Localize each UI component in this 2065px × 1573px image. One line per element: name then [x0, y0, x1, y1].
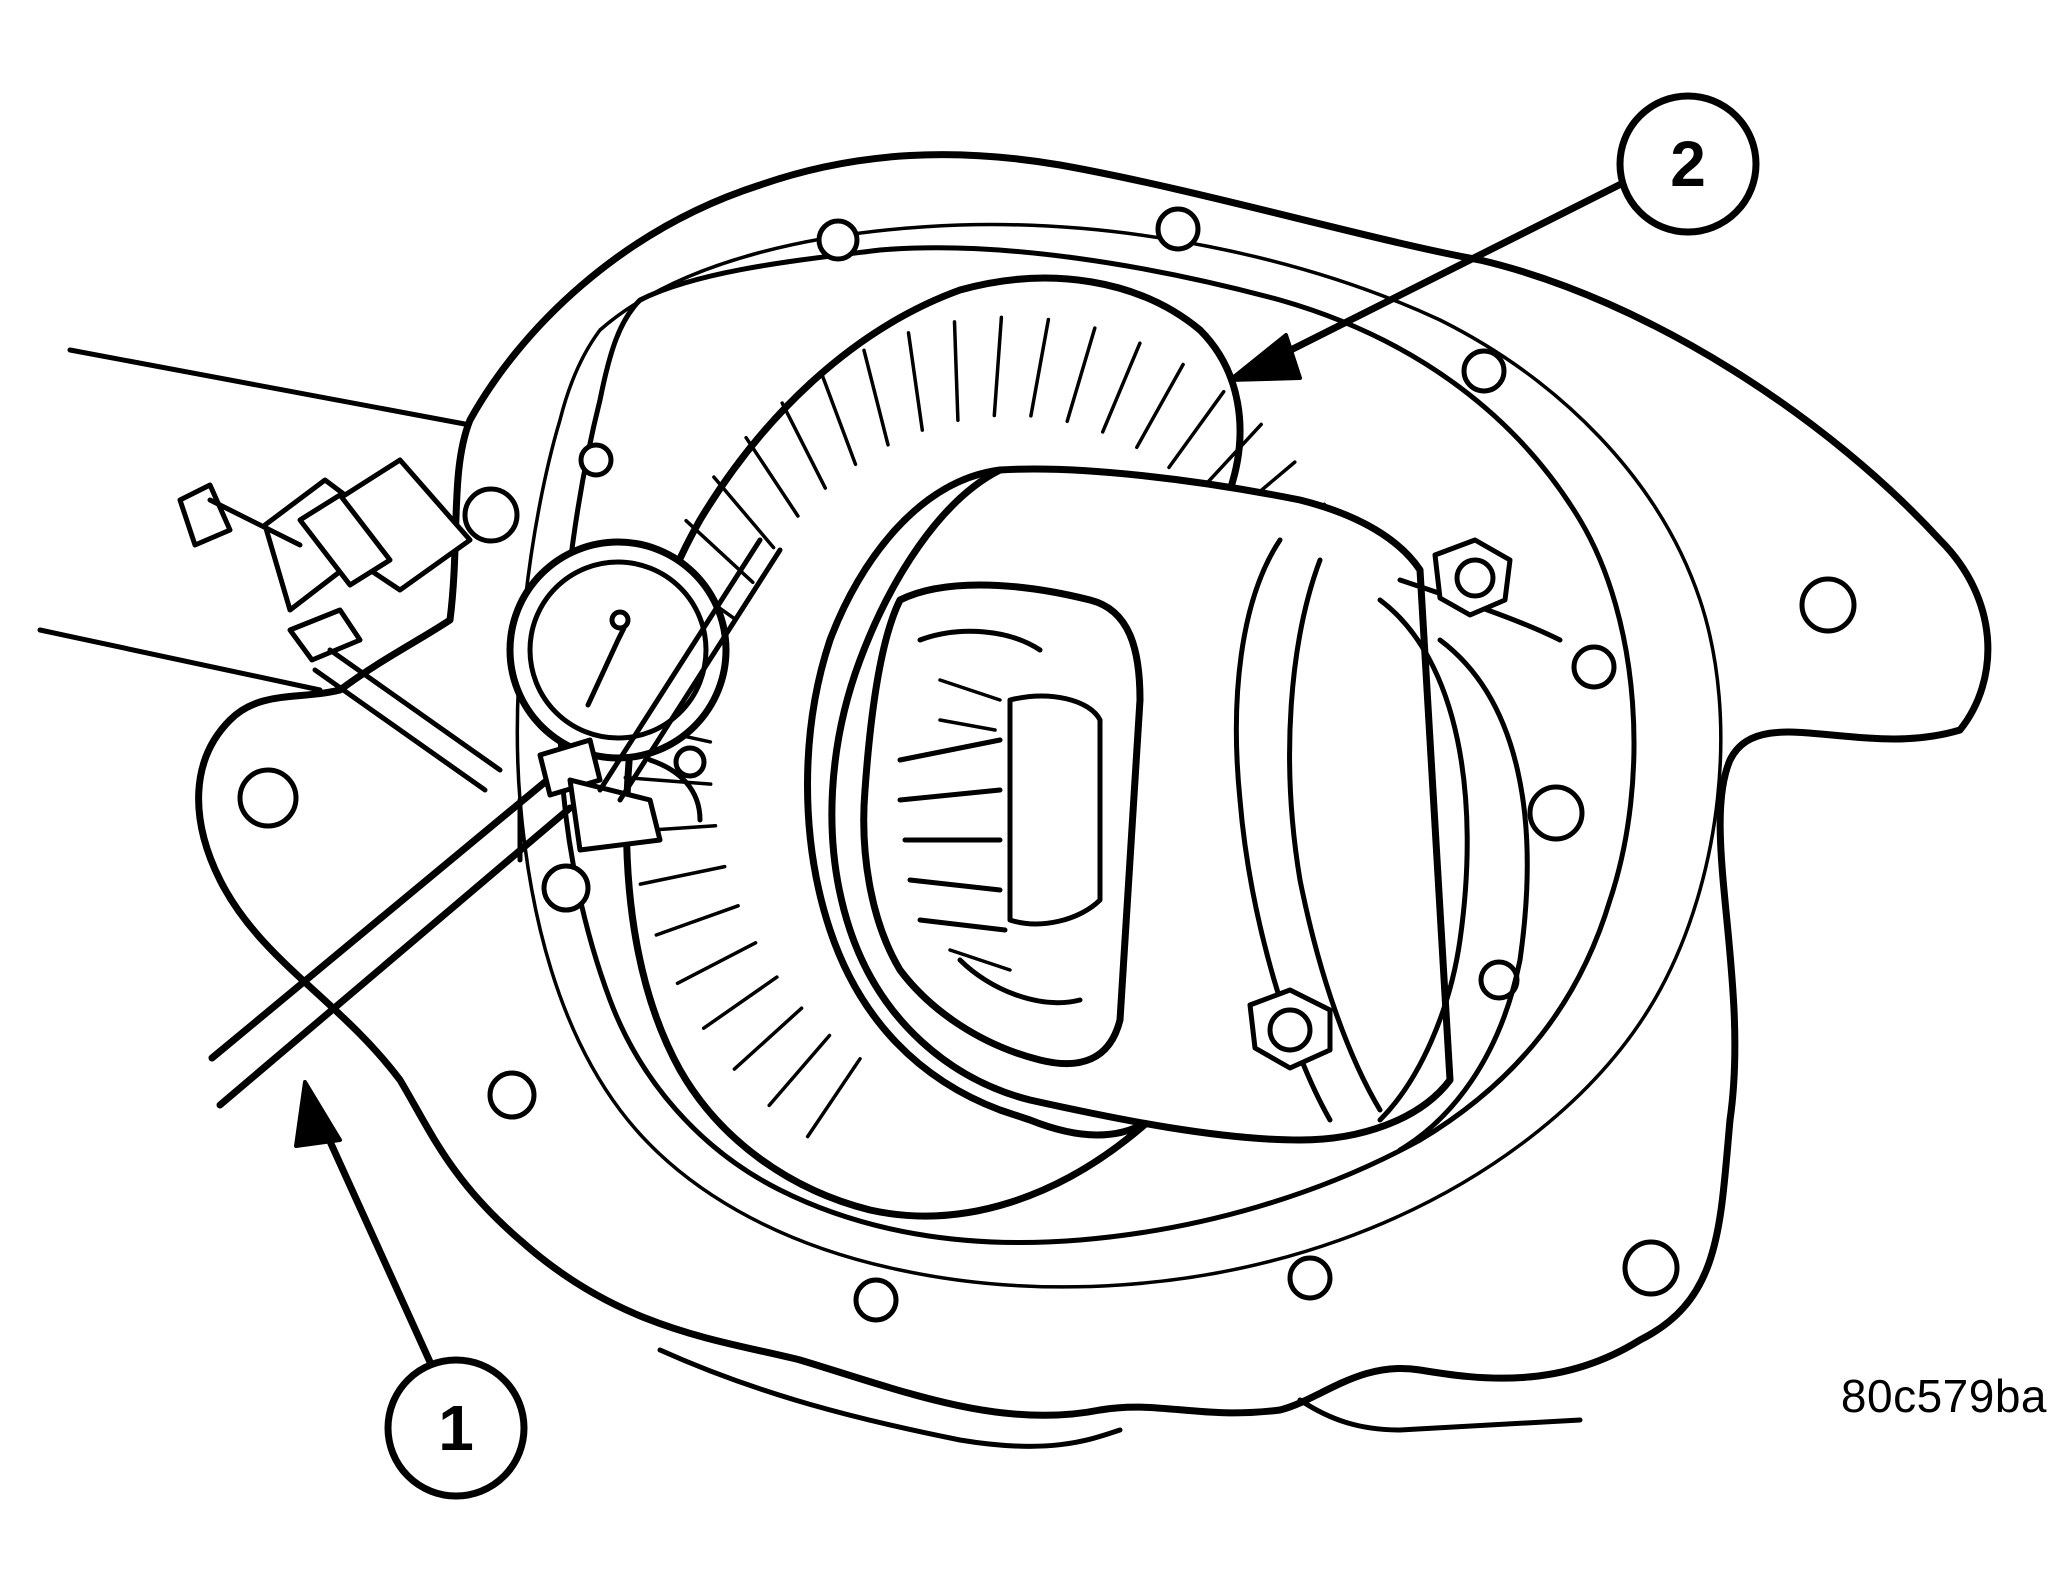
callout-2: 2 [1228, 92, 1760, 382]
gear-tooth [712, 475, 776, 550]
indicator-rod [208, 778, 574, 1109]
gear-tooth [701, 975, 779, 1030]
callout-1-label: 1 [438, 1392, 474, 1464]
gear-tooth [675, 941, 758, 986]
gear-tooth [654, 904, 740, 937]
gear-tooth [906, 331, 925, 432]
gear-tooth [1029, 317, 1051, 418]
callout-2-label: 2 [1670, 128, 1706, 200]
gear-tooth [732, 1006, 804, 1071]
gear-tooth [805, 1057, 862, 1139]
spider-gears [897, 628, 1103, 1006]
gear-tooth [992, 315, 1004, 418]
gear-tooth [862, 348, 890, 447]
gear-tooth [819, 372, 858, 467]
axle-tube-lines [37, 347, 473, 693]
figure-id-label: 80c579ba [1840, 1370, 2047, 1422]
gear-tooth [1135, 362, 1185, 450]
gear-tooth [780, 401, 828, 490]
bearing-cap-bolts [1247, 537, 1513, 1071]
gear-tooth [744, 435, 800, 518]
housing-bolt-holes [237, 206, 1857, 1323]
gear-tooth [623, 775, 713, 786]
gear-tooth [1065, 326, 1097, 424]
callout-1: 1 [294, 1080, 528, 1500]
dial-indicator-tool [177, 457, 783, 913]
gear-tooth [638, 864, 727, 886]
differential-case [828, 465, 1563, 1153]
gear-tooth [1167, 389, 1226, 470]
gear-tooth [1100, 341, 1142, 434]
gear-tooth [767, 1033, 832, 1108]
gear-tooth [952, 320, 960, 422]
